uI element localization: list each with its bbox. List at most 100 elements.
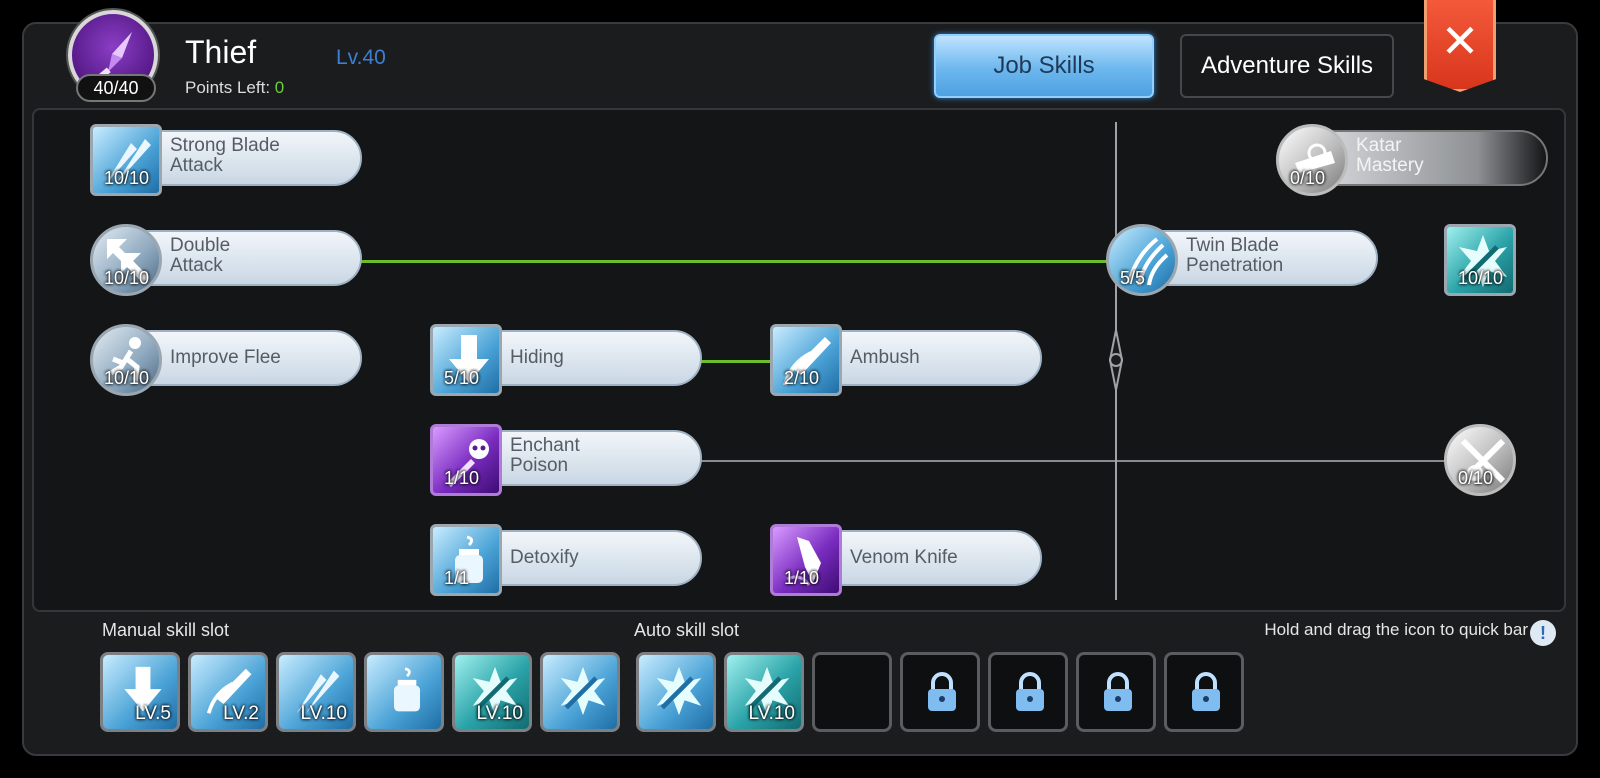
- double-arrow-icon: [90, 224, 162, 296]
- manual-slot-title: Manual skill slot: [102, 620, 230, 640]
- auto-slot-4-locked[interactable]: [900, 652, 980, 732]
- manual-slot-6[interactable]: [540, 652, 620, 732]
- auto-slot-3-empty[interactable]: [812, 652, 892, 732]
- crossed-skull-icon: [1444, 424, 1516, 496]
- skill-level: 5/10: [444, 368, 480, 388]
- points-left-label: Points Left:: [185, 78, 275, 97]
- slot-level: LV.2: [223, 703, 259, 724]
- sword-burst-icon: [656, 666, 702, 716]
- skill-level: 1/1: [444, 568, 470, 588]
- sword-burst-icon: [560, 666, 606, 716]
- blade-burst-icon: [296, 670, 340, 714]
- venom-knife-icon: [770, 524, 842, 596]
- down-arrow-icon: [124, 666, 162, 712]
- skill-level: 1/10: [784, 568, 820, 588]
- skill-ambush[interactable]: Ambush 2/10: [770, 324, 1050, 396]
- running-figure-icon: [90, 324, 162, 396]
- manual-slot-1[interactable]: LV.5: [100, 652, 180, 732]
- close-button[interactable]: ✕: [1424, 0, 1496, 92]
- skill-label-bg: [130, 130, 362, 186]
- skill-improve-flee[interactable]: Improve Flee 10/10: [90, 324, 370, 396]
- slot-level: LV.10: [476, 703, 524, 724]
- claw-slash-icon: [1106, 224, 1178, 296]
- skill-label-bg: [1316, 130, 1548, 186]
- skill-label-bg: [470, 430, 702, 486]
- slot-level: LV.10: [748, 703, 796, 724]
- potion-jar-icon: [394, 667, 420, 712]
- close-icon: ✕: [1440, 15, 1480, 67]
- skill-label-bg: [470, 530, 702, 586]
- katar-icon: [1276, 124, 1348, 196]
- skill-partial-crossed-skull[interactable]: 0/10: [1444, 424, 1520, 496]
- sword-burst-icon: [744, 666, 790, 716]
- skill-hiding[interactable]: Hiding 5/10: [430, 324, 710, 396]
- auto-slot-title: Auto skill slot: [634, 620, 740, 640]
- skill-points-total: 40/40: [76, 74, 156, 102]
- skill-name: Hiding: [510, 347, 564, 368]
- skill-label-bg: [810, 330, 1042, 386]
- info-icon[interactable]: !: [1530, 620, 1556, 646]
- skill-level: 10/10: [104, 368, 150, 388]
- skill-detoxify[interactable]: Detoxify 1/1: [430, 524, 710, 596]
- points-left-value: 0: [274, 78, 285, 97]
- divider-ornament-icon: [1108, 330, 1124, 390]
- skill-level: 5/5: [1120, 268, 1146, 288]
- skill-level: 2/10: [784, 368, 820, 388]
- skill-name: Ambush: [850, 347, 920, 368]
- auto-slot-7-locked[interactable]: [1164, 652, 1244, 732]
- skill-name: Venom Knife: [850, 547, 958, 568]
- skill-venom-knife[interactable]: Venom Knife 1/10: [770, 524, 1050, 596]
- skill-label-bg: [470, 330, 702, 386]
- skill-partial-sword-burst[interactable]: 10/10: [1444, 224, 1520, 296]
- manual-slot-4[interactable]: [364, 652, 444, 732]
- dagger-strike-icon: [206, 668, 252, 714]
- auto-slot-5-locked[interactable]: [988, 652, 1068, 732]
- skill-level: 10/10: [104, 168, 150, 188]
- auto-slot-1[interactable]: [636, 652, 716, 732]
- tab-job-skills[interactable]: Job Skills: [934, 34, 1154, 98]
- drag-hint: Hold and drag the icon to quick bar: [1264, 620, 1528, 639]
- tab-adventure-skills[interactable]: Adventure Skills: [1180, 34, 1394, 98]
- connector-poison-branch: [684, 460, 1504, 462]
- points-left: Points Left: 0: [185, 78, 284, 98]
- skill-name: Improve Flee: [170, 347, 281, 368]
- sword-burst-icon: [1444, 224, 1516, 296]
- skill-level: 10/10: [1458, 268, 1504, 288]
- lock-icon: [1104, 672, 1132, 711]
- auto-slot-6-locked[interactable]: [1076, 652, 1156, 732]
- manual-slot-2[interactable]: LV.2: [188, 652, 268, 732]
- sword-burst-icon: [472, 666, 518, 716]
- slot-level: LV.5: [135, 703, 171, 724]
- skill-label-bg: [130, 230, 362, 286]
- skill-label-bg: [810, 530, 1042, 586]
- class-level: Lv.40: [336, 46, 386, 69]
- skill-level: 1/10: [444, 468, 480, 488]
- skill-label-bg: [1146, 230, 1378, 286]
- lock-icon: [928, 672, 956, 711]
- skill-level: 0/10: [1290, 168, 1326, 188]
- slot-level: LV.10: [300, 703, 348, 724]
- auto-slot-2[interactable]: LV.10: [724, 652, 804, 732]
- skill-level: 10/10: [104, 268, 150, 288]
- skill-name: Detoxify: [510, 547, 579, 568]
- connector-double-to-twin: [344, 260, 1124, 263]
- class-name: Thief: [185, 34, 257, 70]
- connector-hiding-to-ambush: [684, 360, 774, 363]
- lock-icon: [1192, 672, 1220, 711]
- lock-icon: [1016, 672, 1044, 711]
- manual-slot-5[interactable]: LV.10: [452, 652, 532, 732]
- manual-slot-3[interactable]: LV.10: [276, 652, 356, 732]
- potion-jar-icon: [430, 524, 502, 596]
- dagger-strike-icon: [770, 324, 842, 396]
